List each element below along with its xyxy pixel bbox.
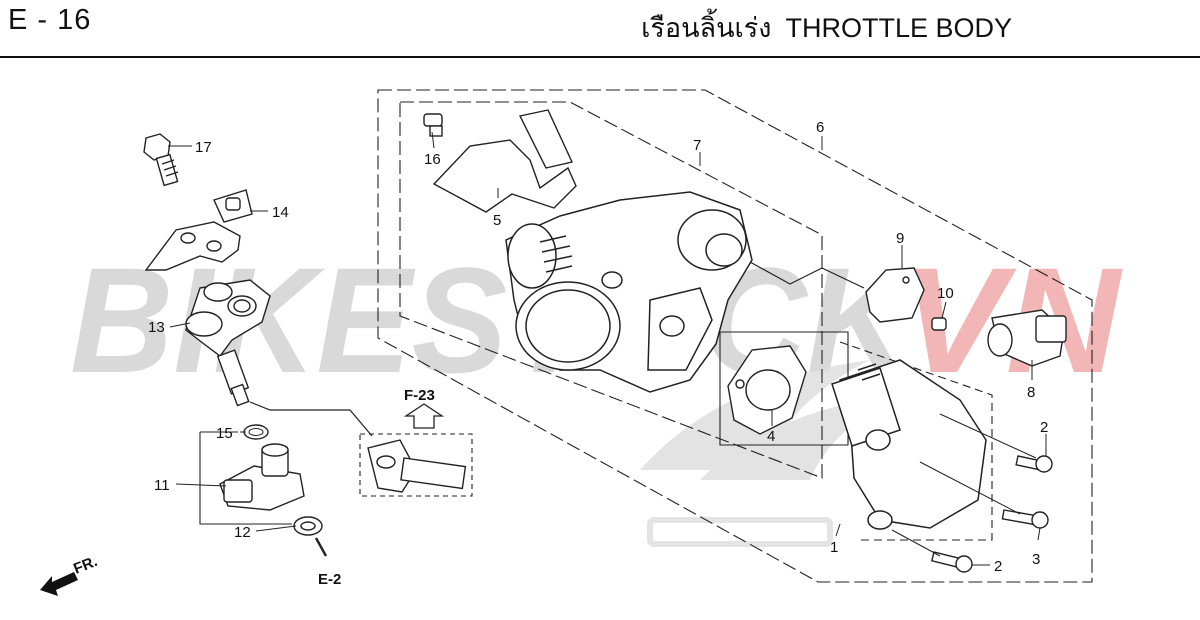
callout-15: 15 <box>216 425 233 442</box>
nut-12 <box>293 516 323 536</box>
reference-box-f23 <box>359 433 473 497</box>
throttle-body-outline-7 <box>399 101 823 479</box>
leader-10 <box>941 301 947 319</box>
cover-5 <box>432 109 577 213</box>
page-title: เรือนลิ้นเร่ง THROTTLE BODY <box>641 6 1012 49</box>
map-sensor-11 <box>219 443 305 511</box>
sensor-outline-1 <box>839 341 993 541</box>
leader-2-upper-axis <box>939 413 1037 459</box>
gasket-outline-4 <box>719 331 849 446</box>
callout-2-upper: 2 <box>1040 419 1048 436</box>
callout-6: 6 <box>816 119 824 136</box>
leader-lines <box>168 131 1047 566</box>
gasket-4 <box>727 345 807 435</box>
header-divider <box>0 56 1200 58</box>
reference-label-e2: E-2 <box>318 571 341 588</box>
reference-arrow-e2 <box>314 537 328 557</box>
group-outlines <box>359 89 1093 583</box>
callout-17: 17 <box>195 139 212 156</box>
leader-3 <box>1037 527 1041 541</box>
leader-16 <box>431 131 435 149</box>
leader-1 <box>835 523 841 537</box>
sensor-unit-1 <box>831 359 987 530</box>
assembly-outline-6 <box>377 89 1093 583</box>
leader-12 <box>255 525 297 532</box>
callout-8: 8 <box>1027 384 1035 401</box>
injector-holder-13 <box>185 279 271 407</box>
screw-2-upper <box>1015 455 1053 473</box>
fuel-hose-line <box>249 401 373 437</box>
callout-13: 13 <box>148 319 165 336</box>
leader-11 <box>175 483 227 487</box>
front-direction-arrow: FR. <box>40 553 100 596</box>
callout-3: 3 <box>1032 551 1040 568</box>
bracket-14 <box>144 189 253 271</box>
callout-4: 4 <box>767 428 775 445</box>
leader-3-axis <box>919 461 1021 515</box>
callout-10: 10 <box>937 285 954 302</box>
callout-1: 1 <box>830 539 838 556</box>
callout-16: 16 <box>424 151 441 168</box>
title-thai: เรือนลิ้นเร่ง <box>641 13 772 43</box>
page-code: E - 16 <box>8 4 92 36</box>
callout-2-lower: 2 <box>994 558 1002 575</box>
throttle-body-main <box>505 191 753 393</box>
sensor-8 <box>987 309 1067 367</box>
leader-2-lower-axis <box>891 529 941 557</box>
o-ring-15-inner <box>248 428 264 436</box>
title-english: THROTTLE BODY <box>785 13 1012 43</box>
callout-11: 11 <box>154 477 170 494</box>
bracket-11-12 <box>199 432 292 525</box>
callout-9: 9 <box>896 230 904 247</box>
clip-9 <box>865 267 925 323</box>
bolt-17 <box>143 133 179 187</box>
callout-14: 14 <box>272 204 289 221</box>
leader-9 <box>749 261 865 289</box>
front-label: FR. <box>71 553 100 578</box>
hose-fitting-f23 <box>367 439 467 493</box>
screw-3 <box>1001 509 1049 529</box>
callout-5: 5 <box>493 212 501 229</box>
screw-16 <box>423 113 443 137</box>
callout-12: 12 <box>234 524 251 541</box>
group-brackets <box>199 331 849 525</box>
reference-arrow-f23 <box>403 403 445 429</box>
leader-13 <box>169 322 191 328</box>
reference-label-f23: F-23 <box>404 387 435 404</box>
o-ring-15 <box>243 424 269 440</box>
screw-10 <box>931 317 947 331</box>
callout-numbers: 17 14 13 15 11 12 16 5 7 6 9 10 8 4 2 3 … <box>148 119 1048 575</box>
callout-7: 7 <box>693 137 701 154</box>
